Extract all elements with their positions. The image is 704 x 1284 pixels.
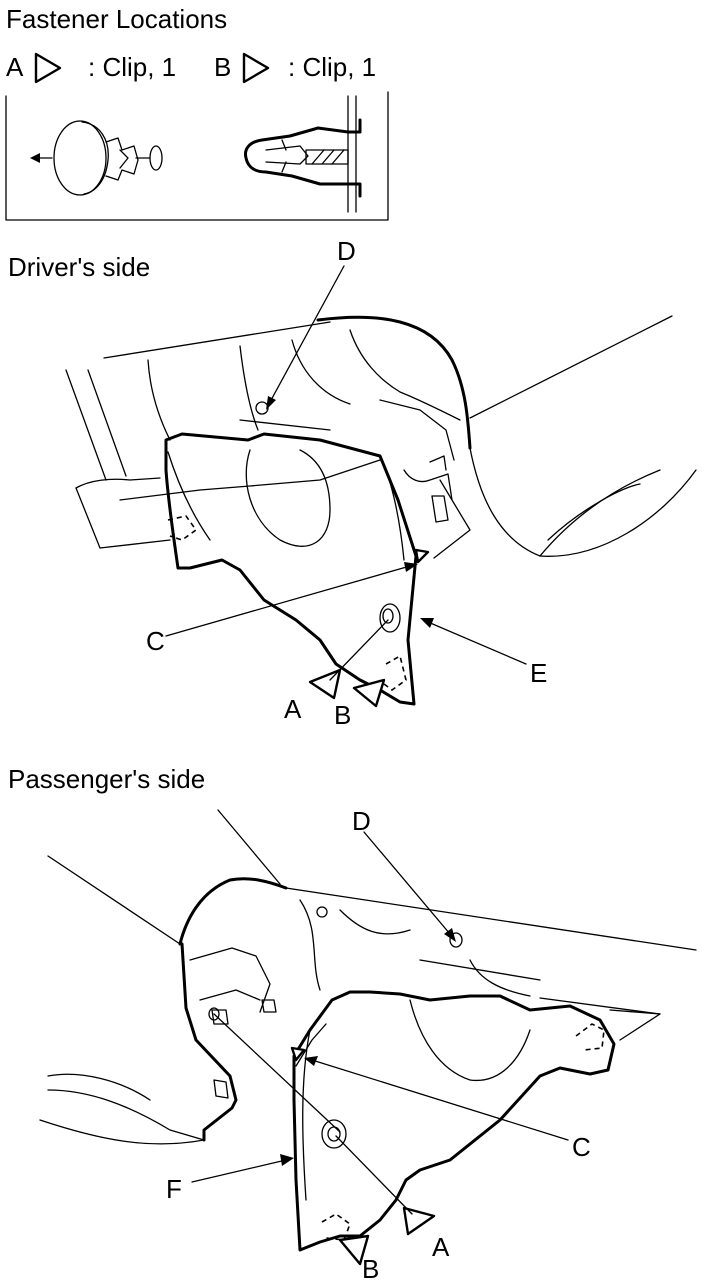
clip-b-illustration bbox=[244, 95, 362, 213]
passenger-side-heading: Passenger's side bbox=[8, 764, 206, 794]
clip-a-illustration bbox=[30, 120, 163, 196]
legend-letter-a: A bbox=[6, 52, 24, 82]
legend-triangle-a-icon bbox=[34, 52, 62, 84]
driver-callout-e: E bbox=[530, 658, 548, 688]
driver-side-illustration bbox=[65, 265, 697, 708]
arrow-left-icon bbox=[30, 153, 40, 163]
driver-callout-d: D bbox=[337, 236, 356, 266]
legend-text-a: : Clip, 1 bbox=[88, 52, 177, 82]
passenger-side-illustration bbox=[39, 809, 697, 1266]
passenger-callout-a: A bbox=[432, 1232, 450, 1262]
passenger-callout-c: C bbox=[572, 1132, 591, 1162]
legend-letter-b: B bbox=[214, 52, 232, 82]
driver-callout-b: B bbox=[334, 700, 352, 730]
driver-callout-c: C bbox=[146, 626, 165, 656]
passenger-callout-d: D bbox=[352, 806, 371, 836]
passenger-callout-f: F bbox=[166, 1174, 182, 1204]
legend-frame bbox=[5, 91, 389, 221]
driver-callout-a: A bbox=[284, 694, 302, 724]
legend-triangle-b-icon bbox=[242, 52, 270, 84]
passenger-callout-b: B bbox=[362, 1254, 380, 1284]
legend-text-b: : Clip, 1 bbox=[288, 52, 377, 82]
diagram-title: Fastener Locations bbox=[6, 4, 228, 34]
driver-side-heading: Driver's side bbox=[8, 252, 151, 282]
